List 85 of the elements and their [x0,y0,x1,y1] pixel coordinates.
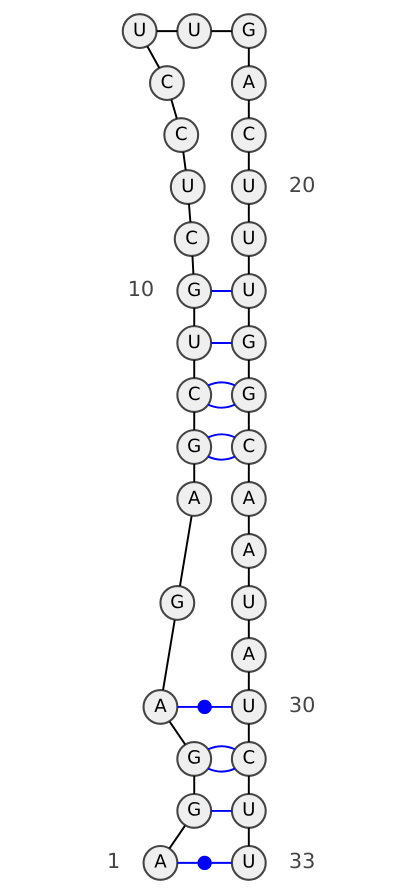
node-circle: U [230,792,266,828]
node-label: 1 [106,848,120,872]
connector [210,342,232,344]
connector [178,515,192,586]
connector [247,48,250,66]
node-circle [196,699,212,714]
connector [210,290,232,292]
connector [207,380,235,386]
connector [192,775,195,794]
node-circle: U [230,220,266,256]
node-circle: G [176,740,212,776]
connector [210,861,232,864]
connector [176,705,198,708]
connector [210,705,232,708]
connector [207,432,235,438]
node-circle: C [148,64,184,101]
connector [207,403,235,408]
connector [168,824,186,849]
connector [247,515,250,534]
connector [207,455,235,460]
connector [192,359,195,378]
node-circle: A [142,844,178,880]
connector [247,307,250,326]
connector [192,307,195,326]
connector [247,463,250,482]
connector [247,411,250,430]
node-circle: A [142,688,178,724]
node-circle: A [230,64,266,101]
connector [247,255,250,274]
node-circle [196,855,212,870]
node-label: 20 [288,172,315,196]
node-circle: G [158,584,195,620]
node-circle: C [230,428,266,464]
connector [176,861,198,864]
node-circle: G [176,792,212,828]
connector [188,203,191,222]
connector [247,619,250,638]
node-circle: A [230,532,266,568]
node-circle: U [230,584,266,620]
connector [247,359,250,378]
node-circle: A [176,480,212,516]
connector [247,567,250,586]
connector [146,45,160,68]
connector [247,152,250,170]
node-circle: A [230,636,266,672]
node-circle: C [173,220,210,256]
connector [207,767,235,772]
connector [247,671,250,690]
node-circle: C [176,376,212,412]
node-circle: G [230,12,266,49]
node-circle: G [230,324,266,360]
node-circle: U [230,844,266,880]
connector [247,775,250,794]
connector [210,30,232,32]
node-circle: C [230,116,266,152]
node-circle: G [230,376,266,412]
connector [190,255,194,274]
connector [247,100,250,118]
node-circle: C [230,740,266,776]
connector [192,411,195,430]
node-circle: U [176,324,212,360]
node-circle: U [176,12,212,49]
connector [192,463,195,482]
connector [210,809,232,812]
node-label: 10 [127,276,154,300]
connector [182,151,186,170]
node-circle: U [230,168,266,204]
node-label: 33 [288,848,315,872]
connector [247,203,250,222]
node-circle: C [162,116,199,152]
connector [247,723,250,742]
connector [247,827,250,846]
connector [156,30,177,32]
connector [170,98,178,118]
node-label: 30 [288,692,315,716]
connector [168,720,186,745]
connector [162,619,176,690]
node-circle: U [230,688,266,724]
node-circle: U [169,168,206,204]
node-circle: G [176,272,212,308]
connector [207,744,235,750]
node-circle: U [121,12,158,49]
node-circle: A [230,480,266,516]
node-circle: U [230,272,266,308]
node-circle: G [176,428,212,464]
